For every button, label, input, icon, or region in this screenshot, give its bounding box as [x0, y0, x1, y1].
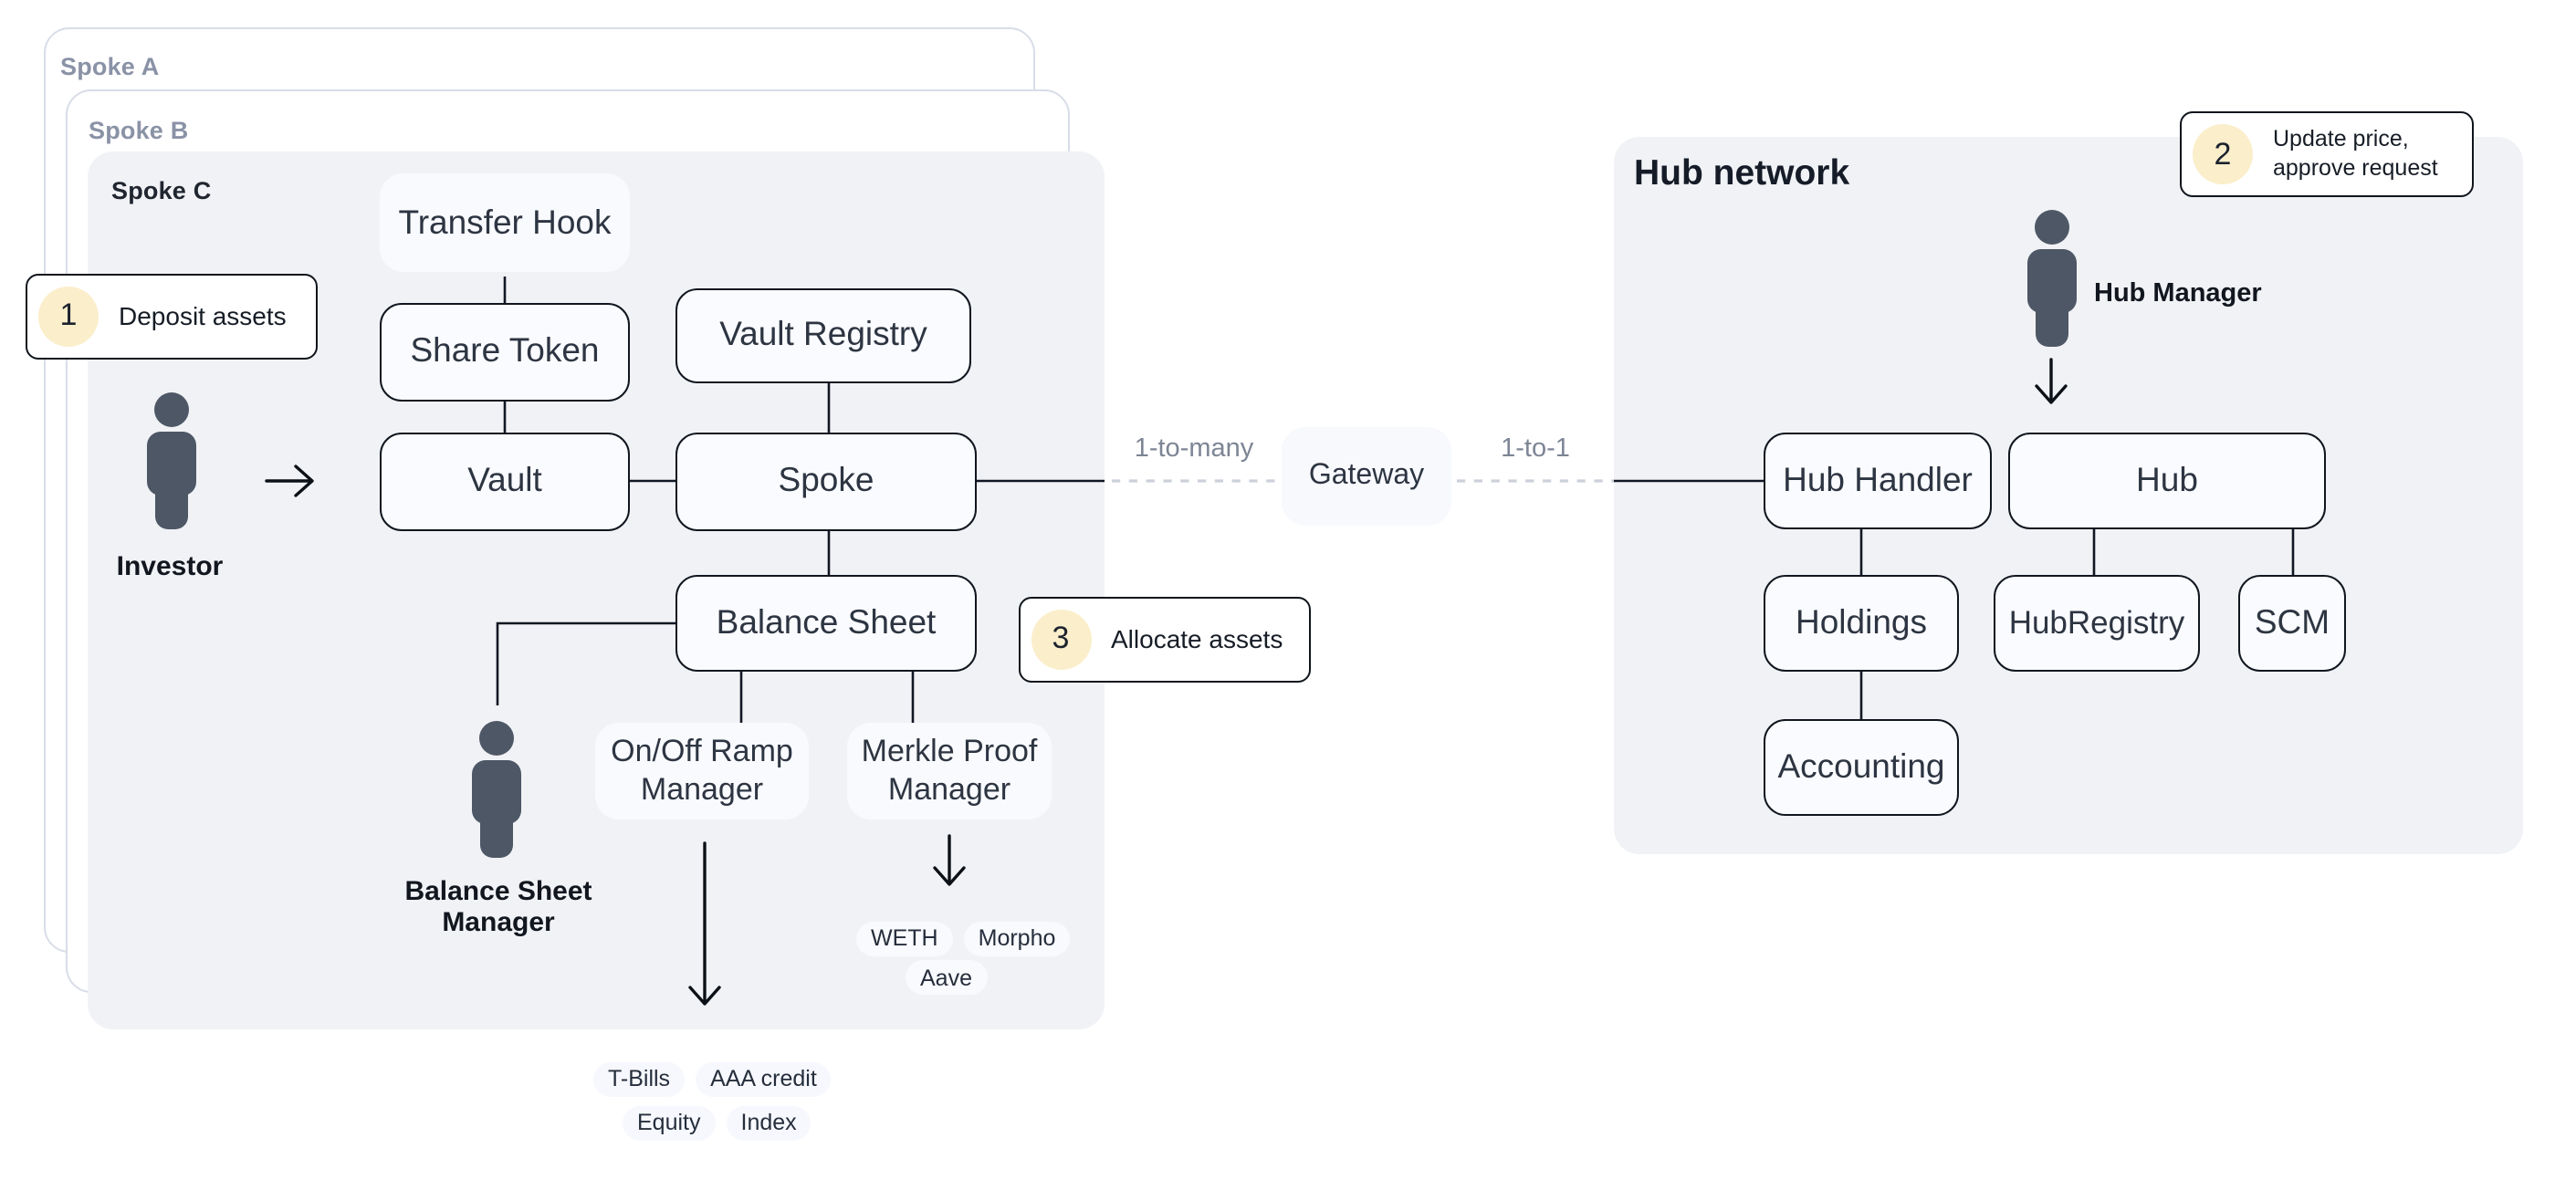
one-to-many-label: 1-to-many [1134, 433, 1254, 463]
box-hub-handler: Hub Handler [1764, 433, 1992, 528]
tag-aave: Aave [906, 960, 987, 995]
box-hub-registry: HubRegistry [1994, 575, 2200, 671]
merkle-assets-row2: Aave [906, 960, 987, 995]
balance-sheet-manager-icon [462, 721, 531, 860]
box-vault: Vault [380, 433, 630, 530]
one-to-one-label: 1-to-1 [1501, 433, 1570, 463]
callout-allocate-assets: 3 Allocate assets [1018, 596, 1310, 683]
box-accounting: Accounting [1764, 719, 1959, 815]
callout-update-price: 2 Update price, approve request [2180, 111, 2474, 197]
tag-weth: WETH [856, 921, 953, 955]
merkle-assets-row1: WETH Morpho [856, 921, 1071, 955]
callout-1-number: 1 [38, 286, 99, 347]
hub-manager-label: Hub Manager [2094, 278, 2262, 308]
hub-network-title: Hub network [1634, 153, 1850, 193]
spoke-b-label: Spoke B [89, 116, 189, 143]
spoke-a-label: Spoke A [60, 52, 160, 79]
callout-2-line1: Update price, [2273, 126, 2409, 151]
investor-icon [137, 391, 206, 530]
box-holdings: Holdings [1764, 575, 1959, 671]
tag-equity: Equity [623, 1105, 716, 1140]
investor-label: Investor [116, 550, 224, 581]
box-gateway: Gateway [1282, 427, 1451, 526]
ramp-assets-row1: T-Bills AAA credit [593, 1061, 832, 1096]
box-merkle-proof-manager: Merkle Proof Manager [847, 723, 1052, 819]
hub-manager-icon [2016, 210, 2086, 349]
callout-1-label: Deposit assets [119, 301, 287, 331]
balance-sheet-manager-label: Balance Sheet Manager [404, 876, 592, 938]
callout-2-label: Update price, approve request [2273, 126, 2438, 183]
callout-2-line2: approve request [2273, 154, 2438, 180]
box-balance-sheet: Balance Sheet [675, 575, 977, 672]
box-scm: SCM [2238, 575, 2346, 671]
box-spoke: Spoke [675, 433, 977, 530]
tag-morpho: Morpho [963, 921, 1071, 955]
box-transfer-hook: Transfer Hook [380, 173, 630, 272]
callout-3-label: Allocate assets [1111, 624, 1283, 654]
callout-2-number: 2 [2193, 124, 2253, 184]
tag-aaa-credit: AAA credit [696, 1061, 832, 1096]
box-hub: Hub [2008, 433, 2326, 528]
callout-3-number: 3 [1031, 609, 1091, 670]
ramp-assets-row2: Equity Index [623, 1105, 812, 1140]
spoke-c-label: Spoke C [111, 177, 212, 204]
callout-deposit-assets: 1 Deposit assets [26, 273, 318, 360]
box-share-token: Share Token [380, 303, 630, 401]
box-vault-registry: Vault Registry [675, 287, 971, 383]
box-onoff-ramp-manager: On/Off Ramp Manager [595, 723, 809, 819]
tag-tbills: T-Bills [593, 1061, 686, 1096]
tag-index: Index [726, 1105, 812, 1140]
